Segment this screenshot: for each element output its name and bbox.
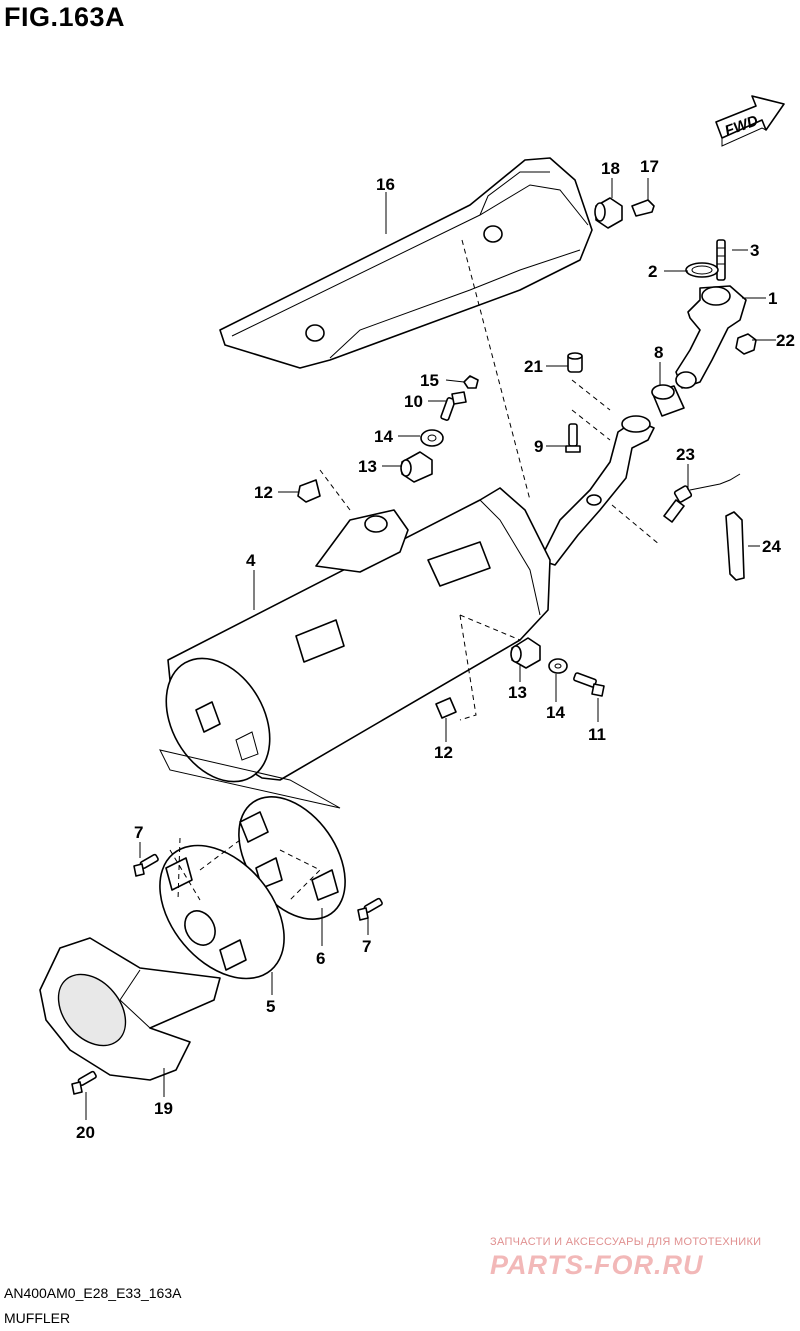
exhaust-gasket bbox=[685, 262, 719, 278]
end-cover-screw bbox=[71, 1070, 97, 1095]
callout-1: 1 bbox=[768, 289, 777, 308]
figure-title: FIG.163A bbox=[4, 2, 126, 32]
callout-21: 21 bbox=[524, 357, 543, 376]
figure-caption: MUFFLER bbox=[4, 1310, 71, 1326]
callout-5: 5 bbox=[266, 997, 275, 1016]
washer-upper bbox=[420, 429, 444, 447]
callout-12-upper: 12 bbox=[254, 483, 273, 502]
callout-7-right: 7 bbox=[362, 937, 371, 956]
exhaust-pipe-gasket bbox=[651, 384, 685, 417]
grommet-upper bbox=[400, 451, 433, 483]
callout-16: 16 bbox=[376, 175, 395, 194]
rubber-mount-lower bbox=[435, 697, 457, 719]
callout-10: 10 bbox=[404, 392, 423, 411]
callout-11: 11 bbox=[588, 725, 606, 744]
rubber-mount-upper bbox=[297, 479, 321, 503]
callout-12-lower: 12 bbox=[434, 743, 453, 762]
watermark-subtitle: ЗАПЧАСТИ И АКСЕССУАРЫ ДЛЯ МОТОТЕХНИКИ bbox=[490, 1236, 762, 1248]
callout-22: 22 bbox=[776, 331, 795, 350]
muffler-head-pipe bbox=[539, 415, 655, 566]
callout-23: 23 bbox=[676, 445, 695, 464]
callout-8: 8 bbox=[654, 343, 663, 362]
pipe-bolt bbox=[565, 423, 581, 453]
collar bbox=[567, 352, 583, 373]
callout-6: 6 bbox=[316, 949, 325, 968]
stud-bolt bbox=[716, 239, 726, 281]
end-cover bbox=[39, 937, 221, 1081]
watermark-logo: PARTS-FOR.RU bbox=[490, 1250, 704, 1280]
oxygen-sensor bbox=[663, 473, 741, 523]
callout-17: 17 bbox=[640, 157, 659, 176]
cover-bolt bbox=[631, 199, 655, 217]
callout-20: 20 bbox=[76, 1123, 95, 1142]
muffler-cover bbox=[219, 157, 593, 369]
callout-19: 19 bbox=[154, 1099, 173, 1118]
sensor-clamp bbox=[725, 511, 745, 581]
bolt-upper bbox=[440, 391, 467, 421]
exhaust-flange-pipe bbox=[675, 285, 747, 389]
cover-grommet bbox=[594, 197, 623, 229]
muffler-body bbox=[165, 487, 551, 783]
callout-4: 4 bbox=[246, 551, 256, 570]
washer-lower bbox=[548, 658, 568, 674]
callout-18: 18 bbox=[601, 159, 620, 178]
callout-14-upper: 14 bbox=[374, 427, 393, 446]
callout-13-lower: 13 bbox=[508, 683, 527, 702]
grommet-lower bbox=[510, 637, 541, 669]
flange-nut bbox=[735, 333, 757, 355]
screw-right bbox=[357, 897, 383, 921]
callout-24: 24 bbox=[762, 537, 781, 556]
fwd-arrow-icon: FWD bbox=[715, 95, 785, 147]
callout-7-left: 7 bbox=[134, 823, 143, 842]
callout-15: 15 bbox=[420, 371, 439, 390]
callout-3: 3 bbox=[750, 241, 759, 260]
screw-left bbox=[133, 853, 159, 877]
cap-upper bbox=[463, 375, 479, 389]
callout-14-lower: 14 bbox=[546, 703, 565, 722]
figure-code: AN400AM0_E28_E33_163A bbox=[4, 1285, 182, 1301]
callout-2: 2 bbox=[648, 262, 657, 281]
callout-13-upper: 13 bbox=[358, 457, 377, 476]
callout-9: 9 bbox=[534, 437, 543, 456]
bolt-lower bbox=[573, 672, 605, 697]
